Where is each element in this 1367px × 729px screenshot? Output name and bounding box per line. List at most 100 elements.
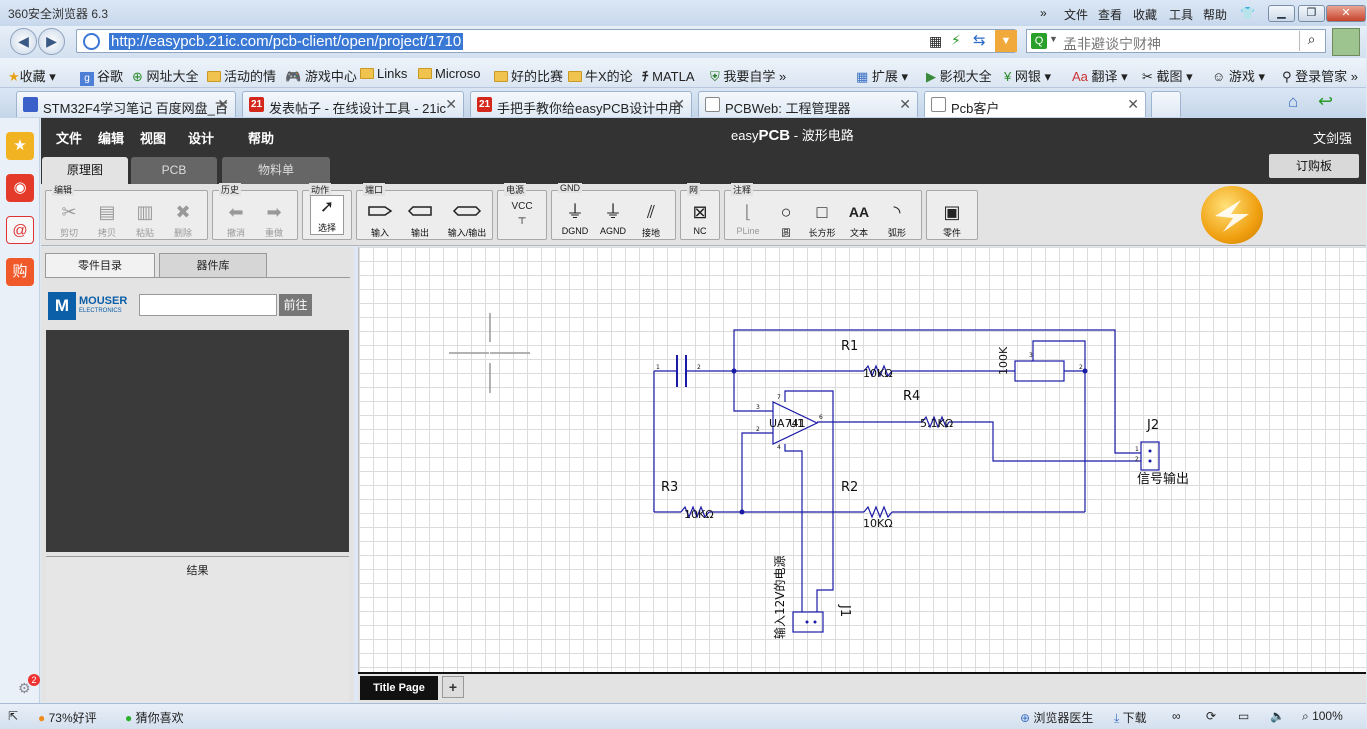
agnd-button[interactable]: ⏚AGND <box>596 201 630 236</box>
page-tab-title[interactable]: Title Page <box>360 676 438 700</box>
close-tab-icon[interactable]: ✕ <box>217 96 229 112</box>
settings-gear-icon[interactable]: ⚙ <box>18 680 31 696</box>
part-list[interactable] <box>46 330 349 552</box>
add-page-button[interactable]: + <box>442 676 464 698</box>
search-icon[interactable]: ⌕ <box>1299 31 1323 51</box>
mail-icon[interactable]: @ <box>6 216 34 244</box>
menu-view[interactable]: 查看 <box>1098 8 1123 22</box>
close-tab-icon[interactable]: ✕ <box>673 96 685 112</box>
output-port-button[interactable]: 输出 <box>403 201 437 239</box>
undo-button[interactable]: ⬅撤消 <box>219 201 253 239</box>
window-mode-icon[interactable]: ▭ <box>1238 709 1250 723</box>
maximize-button[interactable]: ❐ <box>1298 5 1325 22</box>
arc-button[interactable]: ◝弧形 <box>880 201 914 239</box>
menu-arrows-icon[interactable]: » <box>1040 6 1047 20</box>
forward-button[interactable]: ▶ <box>38 28 65 55</box>
dgnd-button[interactable]: ⏚DGND <box>558 201 592 236</box>
status-expand-icon[interactable]: ⇱ <box>8 709 19 723</box>
downloads[interactable]: ⤓ 下载 <box>1114 711 1147 725</box>
menu-help[interactable]: 帮助 <box>1203 8 1228 22</box>
bookmark-games[interactable]: 🎮 游戏中心 <box>285 69 357 84</box>
refresh-icon[interactable]: ⇆ <box>973 32 986 49</box>
close-window-button[interactable]: ✕ <box>1326 5 1366 22</box>
avatar[interactable] <box>1332 28 1360 56</box>
no-connect-button[interactable]: ⊠NC <box>683 201 717 236</box>
tab-pcbweb[interactable]: PCBWeb: 工程管理器 ✕ <box>698 91 918 117</box>
close-tab-icon[interactable]: ✕ <box>445 96 457 112</box>
user-name[interactable]: 文剑强 <box>1313 131 1353 146</box>
app-menu-edit[interactable]: 编辑 <box>98 131 125 146</box>
app-menu-file[interactable]: 文件 <box>56 131 83 146</box>
minimize-button[interactable]: ▁ <box>1268 5 1295 22</box>
extras-translate[interactable]: Aa 翻译 ▾ <box>1072 69 1128 84</box>
tab-part-catalog[interactable]: 零件目录 <box>45 253 155 277</box>
bookmark-favorites[interactable]: ★收藏 ▾ <box>8 69 56 84</box>
circle-button[interactable]: ○圆 <box>769 201 803 239</box>
bidirectional-port-button[interactable]: 输入/输出 <box>445 201 489 239</box>
tab-pcb[interactable]: PCB <box>131 157 217 184</box>
rating[interactable]: ● 73%好评 <box>38 711 97 725</box>
bookmark-folder-forum[interactable]: 牛X的论 <box>568 66 633 85</box>
bookmark-folder-1[interactable]: 活动的情 <box>207 66 276 85</box>
app-menu-design[interactable]: 设计 <box>188 131 215 146</box>
bookmark-folder-microsoft[interactable]: Microso <box>418 66 481 81</box>
extras-video[interactable]: ▶ 影视大全 <box>926 69 992 84</box>
bookmark-matlab[interactable]: ﾁ MATLA <box>642 69 695 84</box>
extras-extensions[interactable]: ▦ 扩展 ▾ <box>856 69 909 84</box>
compat-mode-icon[interactable]: ∞ <box>1172 709 1181 723</box>
refresh-status-icon[interactable]: ⟳ <box>1206 709 1217 723</box>
extras-screenshot[interactable]: ✂ 截图 ▾ <box>1142 69 1193 84</box>
extras-games[interactable]: ☺ 游戏 ▾ <box>1212 69 1266 84</box>
back-button[interactable]: ◀ <box>10 28 37 55</box>
tab-pcb-client[interactable]: Pcb客户 ✕ <box>924 91 1146 117</box>
dropdown-chevron-icon[interactable]: ▼ <box>995 30 1017 52</box>
home-icon[interactable]: ⌂ <box>1288 92 1299 111</box>
tab-post[interactable]: 21 发表帖子 - 在线设计工具 - 21ic ✕ <box>242 91 464 117</box>
tab-schematic[interactable]: 原理图 <box>42 157 128 184</box>
tab-bom[interactable]: 物料单 <box>222 157 330 184</box>
app-menu-help[interactable]: 帮助 <box>248 131 275 146</box>
favorites-star-icon[interactable]: ★ <box>6 132 34 160</box>
extras-login-manager[interactable]: ⚲ 登录管家 » <box>1282 69 1359 84</box>
bookmark-folder-links[interactable]: Links <box>360 66 407 81</box>
skin-icon[interactable]: 👕 <box>1240 6 1255 20</box>
tab-tutorial[interactable]: 21 手把手教你给easyPCB设计中用 ✕ <box>470 91 692 117</box>
menu-file[interactable]: 文件 <box>1064 8 1089 22</box>
tab-component-library[interactable]: 器件库 <box>159 253 267 277</box>
guess-you-like[interactable]: ● 猜你喜欢 <box>125 711 184 725</box>
rectangle-button[interactable]: □长方形 <box>805 201 839 239</box>
extras-bank[interactable]: ¥ 网银 ▾ <box>1004 69 1052 84</box>
url-text[interactable]: http://easypcb.21ic.com/pcb-client/open/… <box>109 33 464 50</box>
bookmark-self-study[interactable]: ⛨ 我要自学 » <box>710 69 787 84</box>
qr-icon[interactable]: ▦ <box>929 33 943 49</box>
undo-arrow-icon[interactable]: ↩ <box>1318 91 1334 111</box>
tab-stm32[interactable]: STM32F4学习笔记 百度网盘_百 ✕ <box>16 91 236 117</box>
browser-doctor[interactable]: ⊕ 浏览器医生 <box>1020 711 1094 725</box>
shopping-icon[interactable]: 购 <box>6 258 34 286</box>
go-button[interactable]: 前往 <box>279 294 312 316</box>
search-input[interactable]: Q ▼ 孟非避谈宁财神 ⌕ <box>1026 29 1326 53</box>
search-engine-chevron-icon[interactable]: ▼ <box>1049 34 1058 44</box>
vcc-button[interactable]: VCC┬ <box>505 201 539 224</box>
part-search-input[interactable] <box>139 294 277 316</box>
earth-button[interactable]: ⫽接地 <box>634 201 668 239</box>
bookmark-folder-contest[interactable]: 好的比赛 <box>494 66 563 85</box>
menu-tools[interactable]: 工具 <box>1169 8 1194 22</box>
close-tab-icon[interactable]: ✕ <box>899 96 911 112</box>
select-button[interactable]: ➚选择 <box>310 195 344 235</box>
app-menu-view[interactable]: 视图 <box>140 131 167 146</box>
close-tab-icon[interactable]: ✕ <box>1127 96 1139 112</box>
delete-button[interactable]: ✖删除 <box>166 201 200 239</box>
zoom-level[interactable]: ⌕ 100% <box>1302 709 1343 723</box>
search-engine-icon[interactable]: Q <box>1031 33 1047 49</box>
redo-button[interactable]: ➡重做 <box>257 201 291 239</box>
lightning-icon[interactable]: ⚡ <box>951 32 961 48</box>
new-tab-button[interactable] <box>1151 91 1181 117</box>
bookmark-sites[interactable]: ⊕ 网址大全 <box>132 69 199 84</box>
input-port-button[interactable]: 输入 <box>363 201 397 239</box>
parts-button[interactable]: ▣零件 <box>935 201 969 239</box>
order-board-button[interactable]: 订购板 <box>1269 154 1359 178</box>
